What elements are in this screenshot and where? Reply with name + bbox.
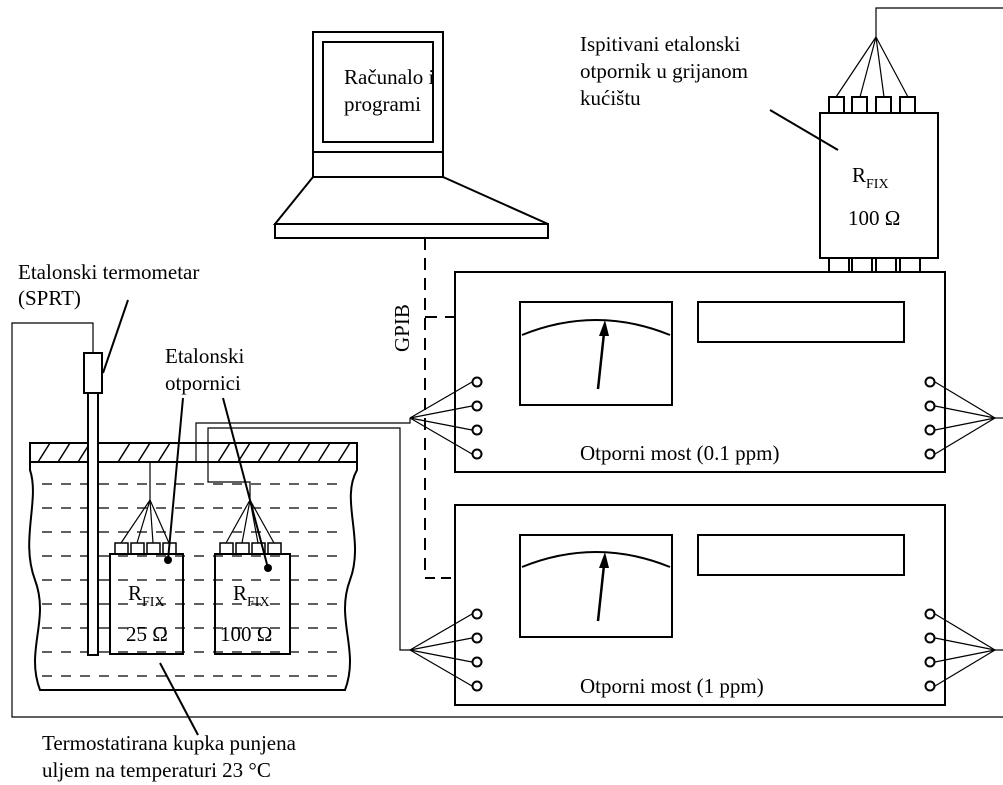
dut-caption-line3: kućištu [580,86,641,110]
thermometer-stem [87,389,99,656]
ref-resistor-2-symbol: RFIX [233,581,270,610]
ref-caption-line1: Etalonski [165,344,244,368]
ref-resistor-1-symbol: RFIX [128,581,165,610]
bridge-0-1ppm: Otporni most (0.1 ppm) [409,271,1003,473]
bridge-1-chassis [454,271,946,473]
thermometer-head [83,352,103,394]
ref-leader-1 [167,397,184,561]
bridge-1ppm: Otporni most (1 ppm) [409,504,1003,706]
dut-leads [835,7,1003,98]
oil-level-dashes [42,483,345,677]
dut-r-symbol: RFIX [852,163,889,192]
bath-caption-line1: Termostatirana kupka punjena [42,731,297,755]
bridge-1-label: Otporni most (0.1 ppm) [580,441,780,465]
dut-caption-line2: otpornik u grijanom [580,59,748,83]
bridge-2-left-terminals [471,608,483,692]
dut-bottom-feet [828,257,921,273]
dut-leader-line [769,109,839,151]
bridge-1-left-leads [409,381,473,455]
computer: Računalo i programi [272,31,549,239]
gpib-label: GPIB [390,304,414,352]
sprt-thermometer: Etalonski termometar (SPRT) [11,260,1003,718]
computer-base [312,151,444,178]
thermometer-leader [102,299,129,374]
bridge-2-needle-tip [599,552,609,568]
bridge-1-right-terminals [924,376,936,460]
computer-label-line2: programi [344,92,421,116]
bath-caption-line2: uljem na temperaturi 23 °C [42,758,271,782]
ref-resistor-1-value: 25 Ω [126,622,168,646]
dut-top-terminals [828,96,916,114]
bridge-1-display [697,301,905,343]
bridge-2-right-terminals [924,608,936,692]
computer-screen [322,41,434,143]
computer-keyboard-front [274,223,549,239]
bridge-2-meter [519,534,673,638]
bridge-1-needle [596,332,606,390]
bridge-1-left-terminals [471,376,483,460]
bridge-1-right-leads [934,381,1003,455]
dut-caption-line1: Ispitivani etalonski [580,32,741,56]
thermometer-caption-line1: Etalonski termometar [18,260,199,284]
ref-caption-line2: otpornici [165,371,241,395]
reference-resistors: Etalonski otpornici RFIX 25 Ω [109,344,411,655]
bridge-2-display [697,534,905,576]
bridge-2-meter-scale [521,551,671,568]
dut-resistor: Ispitivani etalonski otpornik u grijanom… [580,7,1003,273]
ref-resistor-100: RFIX 100 Ω [214,499,291,655]
thermometer-cable [11,322,1003,718]
wire-ref2-to-bridge2 [207,427,410,651]
oil-bath [28,442,358,691]
bridge-2-right-leads [934,613,1003,687]
wire-ref1-to-bridge1 [149,418,411,500]
dut-value: 100 Ω [848,206,900,230]
oil-bath-outline [28,443,358,691]
bridge-2-label: Otporni most (1 ppm) [580,674,764,698]
thermometer-caption-line2: (SPRT) [18,286,81,310]
bridge-1-meter [519,301,673,406]
computer-keyboard [272,176,549,225]
bridge-2-chassis [454,504,946,706]
ref-resistor-2-value: 100 Ω [220,622,272,646]
oil-bath-lid-hatch [37,442,351,463]
ref-resistor-25: RFIX 25 Ω [109,499,184,655]
ref-leader-2 [222,397,269,569]
bridge-1-meter-scale [521,319,671,336]
gpib-bus: GPIB [390,238,455,579]
computer-label-line1: Računalo i [344,65,435,89]
bath-leader [159,662,199,736]
bridge-1-needle-tip [599,320,609,336]
bridge-2-left-leads [409,613,473,687]
bridge-2-needle [596,564,606,622]
